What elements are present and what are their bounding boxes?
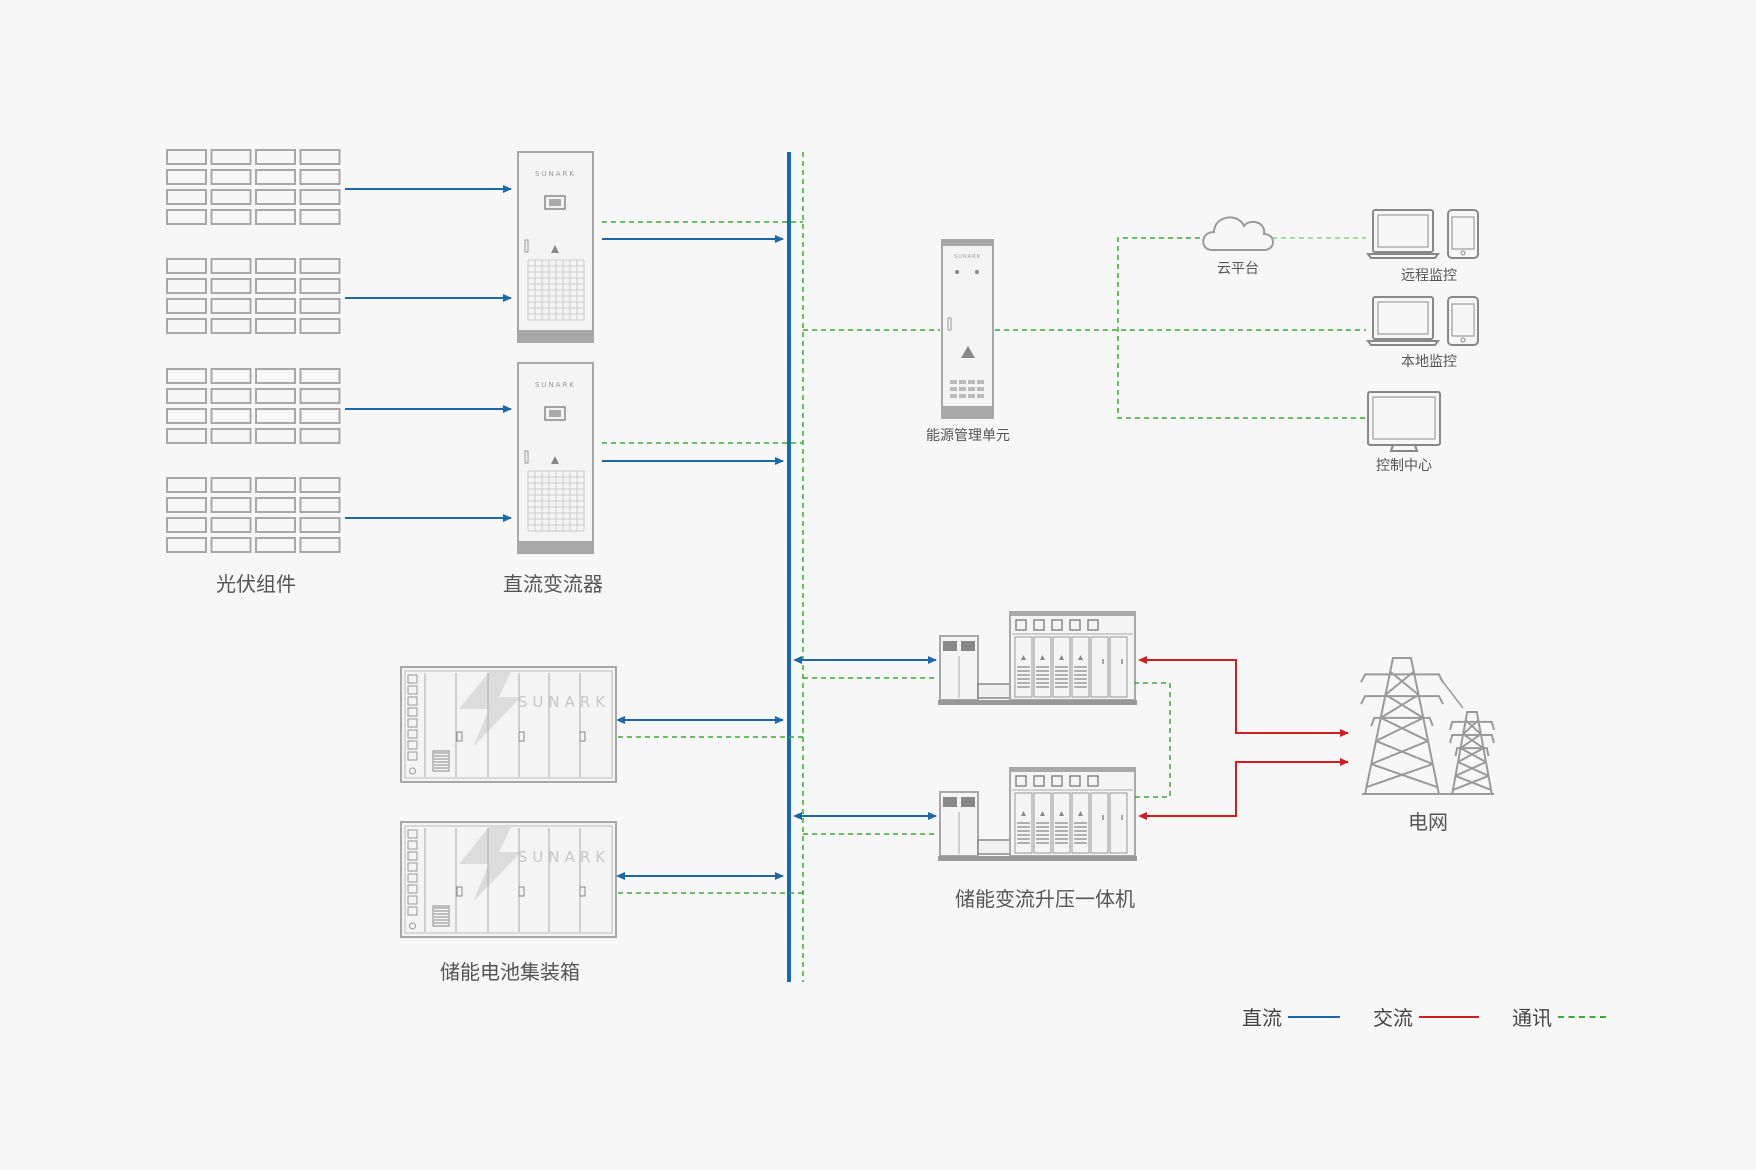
remote-monitor-label: 远程监控	[1401, 268, 1457, 284]
legend-ac-label: 交流	[1373, 1006, 1413, 1030]
pv-modules-label: 光伏组件	[216, 572, 296, 596]
local-monitor-label: 本地监控	[1401, 354, 1457, 370]
monitor-icon	[1367, 391, 1441, 452]
legend-comm-label: 通讯	[1512, 1006, 1552, 1030]
battery-container-icon: SUNARK	[400, 821, 617, 938]
legend-ac-swatch	[1419, 1015, 1479, 1018]
pv-panel-icon	[166, 477, 341, 553]
grid-label: 电网	[1408, 810, 1448, 834]
tablet-icon	[1447, 209, 1479, 259]
svg-text:SUNARK: SUNARK	[518, 693, 610, 711]
ems-cabinet-icon: SUNARK	[941, 239, 994, 419]
battery-container-icon: SUNARK	[400, 666, 617, 783]
control-center-label: 控制中心	[1376, 458, 1432, 474]
pv-dc-lines	[345, 185, 512, 522]
legend-dc: 直流	[1242, 1002, 1340, 1031]
dc-converter-label: 直流变流器	[503, 572, 603, 596]
pcs-bus-lines	[793, 656, 937, 835]
pv-panel-icon	[166, 149, 341, 225]
svg-text:SUNARK: SUNARK	[954, 254, 981, 260]
laptop-icon	[1366, 296, 1440, 346]
legend-comm-swatch	[1558, 1015, 1606, 1018]
pv-panel-icon	[166, 258, 341, 334]
legend-ac: 交流	[1373, 1002, 1479, 1031]
pcs-comm-link	[1134, 682, 1171, 798]
legend-dc-swatch	[1288, 1015, 1340, 1018]
dc-converter-icon: SUNARK	[517, 151, 594, 343]
legend-dc-label: 直流	[1242, 1006, 1282, 1030]
ems-label: 能源管理单元	[926, 428, 1010, 444]
laptop-icon	[1366, 209, 1440, 259]
pv-panel-icon	[166, 368, 341, 444]
dc-converter-icon: SUNARK	[517, 362, 594, 554]
ac-grid-lines	[1138, 656, 1349, 820]
cloud-label: 云平台	[1217, 261, 1259, 277]
pcs-station-icon	[938, 611, 1137, 705]
svg-text:SUNARK: SUNARK	[518, 848, 610, 866]
svg-text:SUNARK: SUNARK	[535, 381, 576, 389]
transmission-tower-icon	[1360, 657, 1495, 795]
pcs-station-label: 储能变流升压一体机	[955, 887, 1135, 911]
comm-network-lines	[803, 237, 1366, 419]
tablet-icon	[1447, 296, 1479, 346]
battery-bus-lines	[616, 716, 803, 894]
pcs-station-icon	[938, 767, 1137, 861]
svg-text:SUNARK: SUNARK	[535, 170, 576, 178]
converter-bus-lines	[602, 221, 803, 465]
battery-container-label: 储能电池集装箱	[440, 960, 580, 984]
legend-comm: 通讯	[1512, 1002, 1606, 1031]
cloud-icon	[1202, 216, 1274, 251]
